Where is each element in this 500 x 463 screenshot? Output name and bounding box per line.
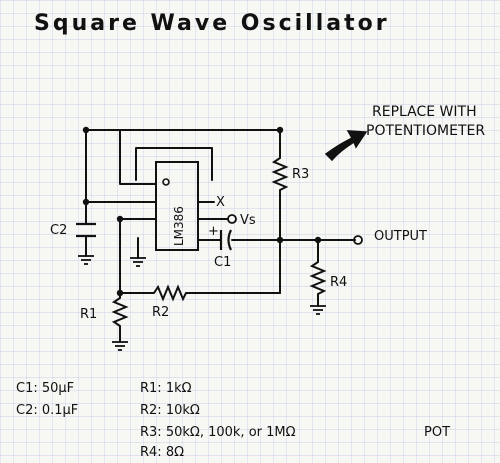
parts-r1: R1: 1kΩ [140,381,192,396]
parts-r3: R3: 50kΩ, 100k, or 1MΩ [140,425,296,440]
chip-label: LM386 [172,206,186,246]
lm386-chip: LM386 [155,161,199,251]
pin-x-label: X [216,195,225,210]
parts-r3-pot: POT [424,425,450,440]
r4-label: R4 [330,275,347,290]
wires [85,129,356,343]
r2-label: R2 [152,305,169,320]
junction-dots [82,126,322,297]
r1-label: R1 [80,307,97,322]
r2-resistor [153,284,187,302]
r1-resistor [111,297,129,327]
title: Square Wave Oscillator [34,11,390,36]
note-line-2: POTENTIOMETER [366,123,485,139]
output-label: OUTPUT [374,229,427,244]
parts-c1: C1: 50µF [16,381,74,396]
ground-c2-icon [78,255,94,265]
vs-label: Vs [240,213,256,228]
note-line-1: REPLACE WITH [372,104,477,120]
parts-r4: R4: 8Ω [140,445,184,460]
c1-plus-sign: + [208,224,219,239]
note-arrow-icon [324,130,368,162]
r4-resistor [309,261,327,295]
c1-label: C1 [214,255,231,270]
c2-capacitor [76,222,96,238]
ground-pin4-icon [130,257,146,267]
output-terminal [353,235,363,245]
r3-label: R3 [292,167,309,182]
ground-r4-icon [310,305,326,315]
vs-terminal [227,214,237,224]
parts-r2: R2: 10kΩ [140,403,200,418]
r3-resistor [271,157,289,191]
ground-r1-icon [112,341,128,351]
c2-label: C2 [50,223,67,238]
parts-c2: C2: 0.1µF [16,403,78,418]
c1-capacitor [219,229,232,251]
